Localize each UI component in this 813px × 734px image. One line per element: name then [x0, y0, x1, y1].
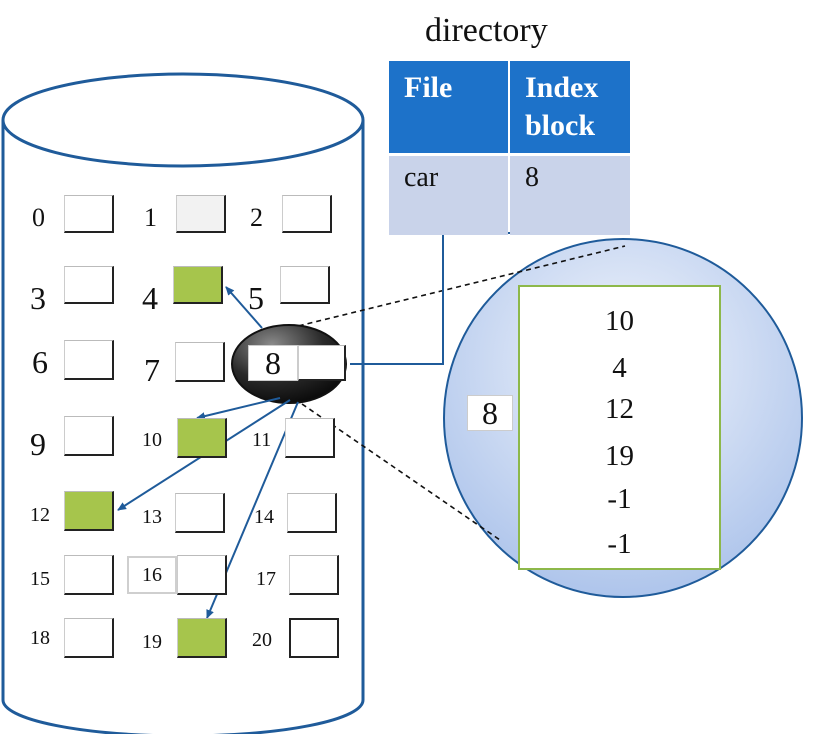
block-label-19: 19 [142, 631, 162, 653]
disk-block-13[interactable] [175, 493, 225, 533]
disk-block-6[interactable] [64, 340, 114, 380]
disk-block-2[interactable] [282, 195, 332, 233]
index-entry-2: 12 [605, 393, 634, 425]
header-index-line2: block [525, 109, 596, 142]
block-label-9: 9 [30, 426, 46, 462]
block-label-5: 5 [248, 280, 264, 316]
block-label-1: 1 [144, 203, 157, 232]
disk-block-18[interactable] [64, 618, 114, 658]
disk-block-20[interactable] [289, 618, 339, 658]
header-file: File [389, 61, 508, 153]
block-label-11: 11 [252, 429, 272, 451]
pointer-arrow-to-10 [196, 397, 281, 421]
disk-block-12[interactable] [64, 491, 114, 531]
pointer-arrow-to-4 [225, 286, 263, 329]
header-index-line1: Index [525, 71, 599, 104]
disk-block-15[interactable] [64, 555, 114, 595]
header-index-block: Index block [510, 61, 630, 153]
disk-block-17[interactable] [289, 555, 339, 595]
block-label-12: 12 [30, 504, 50, 526]
index-entry-1: 4 [612, 352, 627, 384]
block-label-18: 18 [30, 627, 50, 649]
block-label-13: 13 [142, 506, 162, 528]
disk-block-16[interactable] [177, 555, 227, 595]
index-block-contents: 10 4 12 19 -1 -1 [518, 285, 721, 570]
disk-block-19[interactable] [177, 618, 227, 658]
row-file-cell: car [389, 156, 508, 235]
index-entry-4: -1 [607, 483, 632, 515]
disk-block-1[interactable] [176, 195, 226, 233]
block-label-0: 0 [32, 203, 45, 232]
block-label-4: 4 [142, 280, 158, 316]
block-label-6: 6 [32, 344, 48, 380]
disk-block-11[interactable] [285, 418, 335, 458]
disk-block-3[interactable] [64, 266, 114, 304]
index-entry-0: 10 [605, 305, 634, 337]
disk-block-0[interactable] [64, 195, 114, 233]
zoom-index-label: 8 [467, 395, 513, 431]
disk-block-10[interactable] [177, 418, 227, 458]
block-label-20: 20 [252, 629, 272, 651]
disk-block-8[interactable] [298, 345, 346, 381]
block-label-14: 14 [254, 506, 274, 528]
block-label-16: 16 [127, 556, 177, 594]
block-label-17: 17 [256, 568, 276, 590]
zoom-line-top [289, 245, 626, 329]
disk-block-14[interactable] [287, 493, 337, 533]
index-block-8-label: 8 [248, 345, 298, 381]
block-label-15: 15 [30, 568, 50, 590]
index-entry-5: -1 [607, 528, 632, 560]
disk-block-5[interactable] [280, 266, 330, 304]
zoom-line-bottom [301, 403, 501, 541]
block-label-3: 3 [30, 280, 46, 316]
row-index-cell: 8 [510, 156, 630, 235]
block-label-2: 2 [250, 203, 263, 232]
disk-block-9[interactable] [64, 416, 114, 456]
directory-table: File Index block car 8 [389, 61, 630, 235]
directory-title: directory [425, 12, 548, 49]
disk-block-4[interactable] [173, 266, 223, 304]
disk-cylinder-top [1, 72, 365, 168]
block-label-10: 10 [142, 429, 162, 451]
block-label-7: 7 [144, 352, 160, 388]
disk-block-7[interactable] [175, 342, 225, 382]
index-entry-3: 19 [605, 440, 634, 472]
